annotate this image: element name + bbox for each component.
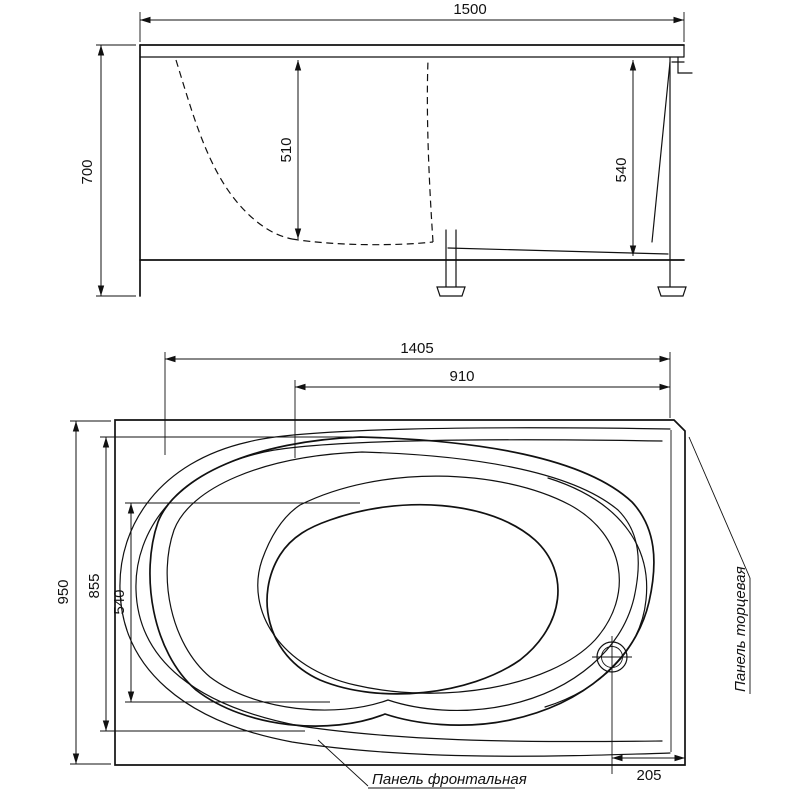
frame-support-bar (447, 247, 669, 255)
dimension-1500: 1500 (139, 1, 685, 42)
basin-profile-left (175, 59, 293, 240)
front-panel-label: Панель фронтальная (372, 771, 527, 788)
dim-950-value: 950 (55, 579, 72, 604)
dim-700-value: 700 (79, 159, 96, 184)
dimension-205: 205 (612, 754, 685, 784)
dim-910-value: 910 (449, 368, 474, 385)
drain-crosshair (592, 636, 632, 678)
front-panel-leader (317, 739, 369, 787)
plan-panel-curves (119, 427, 672, 757)
end-panel-label: Панель торцевая (732, 566, 749, 692)
dim-1405-value: 1405 (400, 340, 433, 357)
dimension-540-plan: 540 (111, 502, 360, 703)
plan-view: 1405 910 950 855 540 205 (55, 340, 751, 789)
side-view-frame-legs (436, 56, 687, 297)
basin-floor-contour (266, 503, 559, 695)
end-panel-leader (688, 436, 751, 579)
basin-contour (257, 475, 620, 694)
end-panel-callout: Панель торцевая (688, 436, 751, 694)
front-panel-outer-curve (119, 427, 671, 757)
rim-inner-contour (166, 451, 639, 712)
middle-leg (445, 229, 457, 288)
rim-bracket (671, 44, 693, 74)
dim-540-side-value: 540 (613, 157, 630, 182)
drain (592, 636, 632, 774)
dim-855-value: 855 (86, 573, 103, 598)
rim-outer-contour (149, 436, 655, 727)
dimension-540-side: 540 (613, 60, 637, 256)
dimension-855: 855 (86, 436, 352, 732)
front-panel-inner-curve (135, 439, 663, 743)
dimension-950: 950 (55, 420, 111, 765)
drain-bay-curve (544, 477, 648, 708)
dimension-510: 510 (278, 60, 302, 239)
basin-profile-right (426, 59, 434, 243)
dim-205-value: 205 (636, 767, 661, 784)
front-panel-callout: Панель фронтальная (317, 739, 527, 789)
frame-diagonal-brace (651, 61, 671, 243)
basin-profile-bottom (291, 238, 434, 246)
plan-outline (114, 419, 686, 766)
dim-1500-value: 1500 (453, 1, 486, 18)
dimension-700: 700 (79, 44, 136, 297)
plan-shell-curves (149, 436, 655, 727)
side-view: 1500 700 510 540 (79, 1, 693, 297)
right-foot (657, 286, 687, 297)
dimension-910: 910 (294, 368, 670, 458)
dim-540-plan-value: 540 (111, 589, 128, 614)
side-view-outline (139, 44, 693, 297)
side-view-interior-dashed (175, 59, 434, 246)
dim-510-value: 510 (278, 137, 295, 162)
middle-foot (436, 286, 466, 297)
dimension-1405: 1405 (164, 340, 671, 455)
